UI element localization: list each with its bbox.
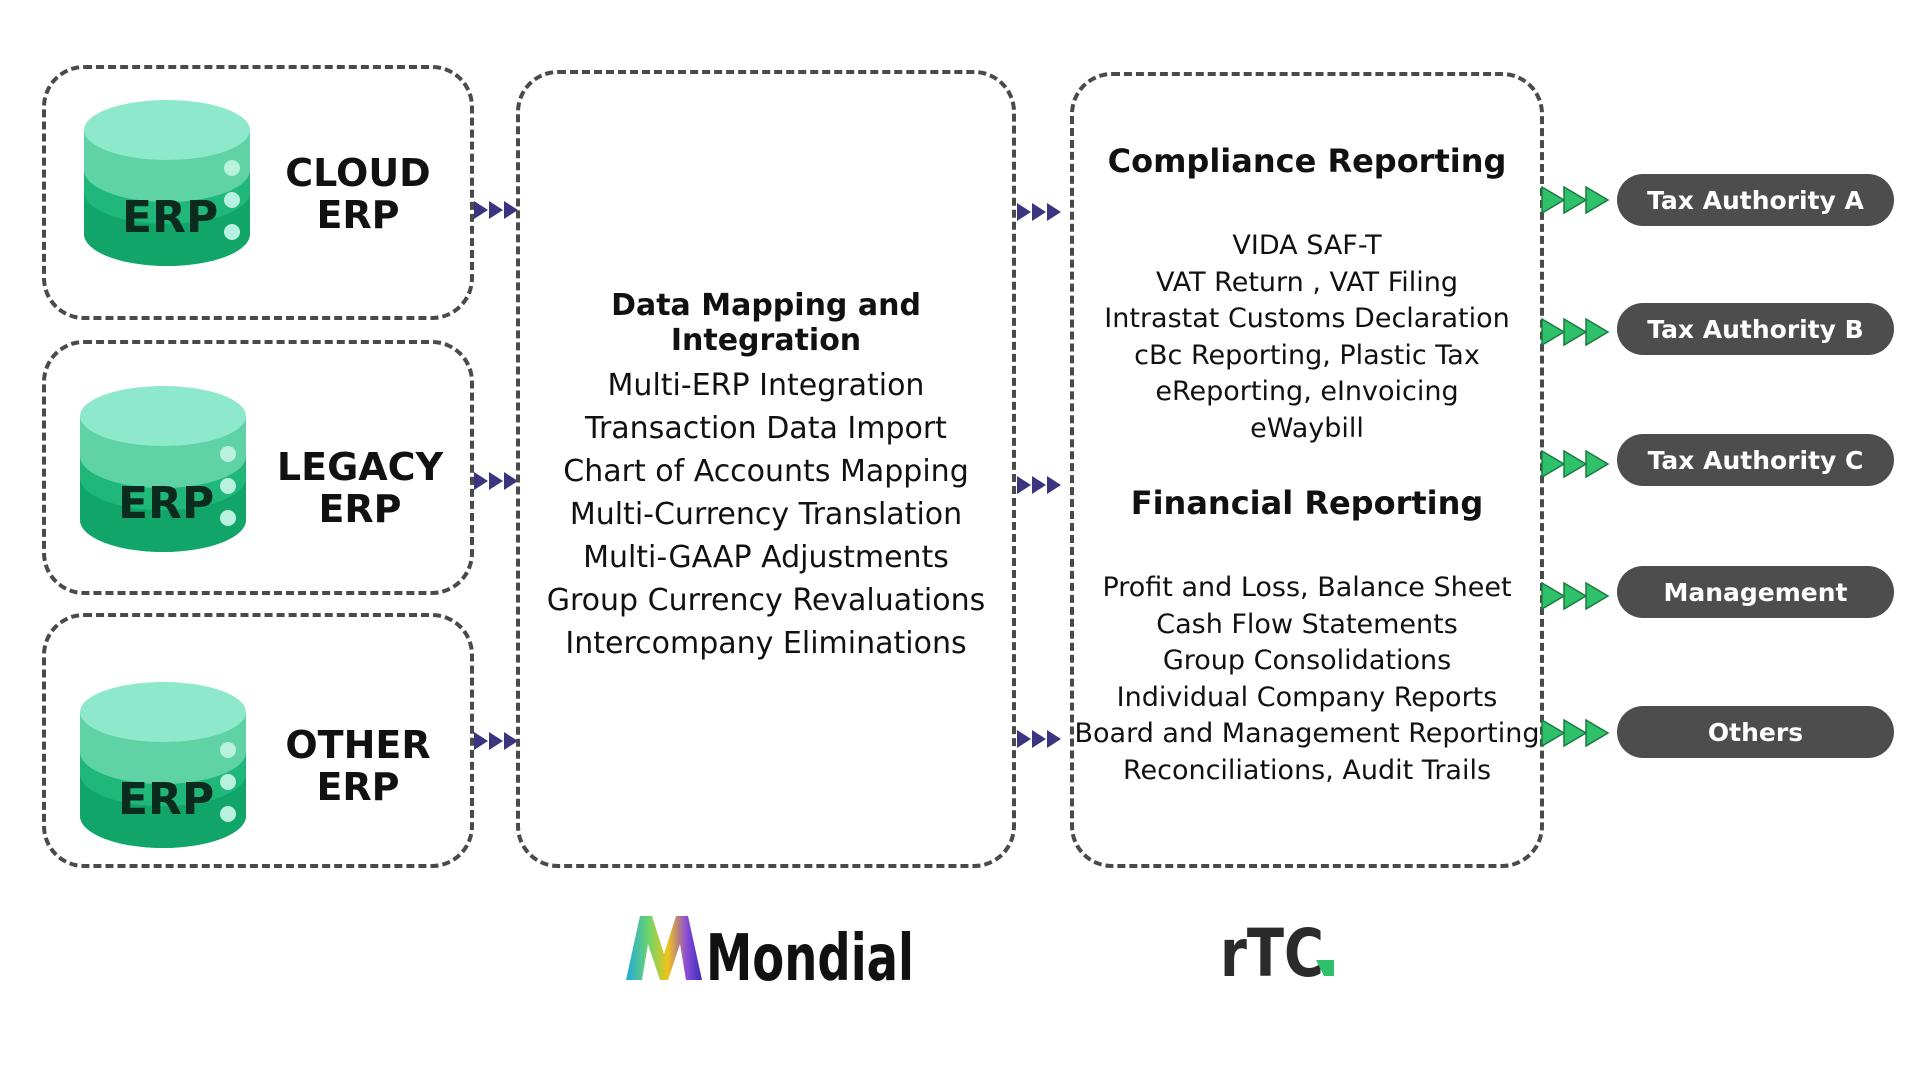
cloud-erp-icon-text: ERP (122, 192, 218, 243)
output-arrow-tax-authority-a (1541, 185, 1610, 215)
integration-item: Multi-GAAP Adjustments (583, 540, 949, 575)
integration-item: Multi-Currency Translation (569, 497, 963, 532)
compliance-item: Intrastat Customs Declaration (1104, 303, 1510, 334)
destination-tax-authority-c: Tax Authority C (1617, 434, 1894, 486)
flow-arrow-other-to-integration (474, 732, 518, 750)
integration-item: Group Currency Revaluations (546, 583, 986, 618)
integration-item: Chart of Accounts Mapping (563, 454, 969, 489)
integration-list: Multi-ERP Integration Transaction Data I… (520, 364, 1012, 665)
flow-arrow-integration-to-financial (1017, 730, 1061, 748)
destination-tax-authority-b: Tax Authority B (1617, 303, 1894, 355)
cloud-erp-label-line1: CLOUD (285, 151, 431, 195)
integration-item: Multi-ERP Integration (607, 368, 925, 403)
flow-arrow-integration-to-compliance (1017, 203, 1061, 221)
financial-item: Reconciliations, Audit Trails (1122, 754, 1492, 786)
cloud-erp-box (42, 65, 474, 320)
compliance-item: eReporting, eInvoicing (1155, 376, 1459, 407)
cloud-erp-label: CLOUD ERP (268, 152, 448, 236)
other-erp-icon-text: ERP (118, 774, 214, 825)
legacy-erp-label: LEGACY ERP (262, 446, 458, 530)
cloud-erp-label-line2: ERP (316, 193, 400, 237)
other-erp-label: OTHER ERP (268, 724, 448, 808)
other-erp-label-line1: OTHER (285, 723, 431, 767)
financial-item: Group Consolidations (1162, 645, 1452, 676)
mondial-logo-text: Mondial (706, 922, 914, 990)
legacy-erp-label-line1: LEGACY (276, 445, 444, 489)
legacy-erp-label-line2: ERP (318, 487, 402, 531)
reporting-box: Compliance Reporting VIDA SAF-T VAT Retu… (1070, 72, 1544, 868)
output-arrow-tax-authority-c (1541, 449, 1610, 479)
flow-arrow-integration-to-reporting-mid (1017, 476, 1061, 494)
destination-tax-authority-a: Tax Authority A (1617, 174, 1894, 226)
other-erp-label-line2: ERP (316, 765, 400, 809)
destination-others: Others (1617, 706, 1894, 758)
other-erp-box (42, 613, 474, 868)
compliance-reporting-list: VIDA SAF-T VAT Return , VAT Filing Intra… (1074, 228, 1540, 447)
output-arrow-tax-authority-b (1541, 317, 1610, 347)
financial-item: Cash Flow Statements (1156, 608, 1458, 640)
other-erp-database-icon: ERP (80, 682, 246, 848)
flow-arrow-cloud-to-integration (474, 201, 518, 219)
output-arrow-management (1541, 581, 1610, 611)
financial-reporting-title: Financial Reporting (1130, 484, 1484, 522)
legacy-erp-database-icon: ERP (80, 386, 246, 552)
integration-title: Data Mapping and Integration (611, 288, 921, 358)
financial-item: Individual Company Reports (1116, 681, 1498, 713)
integration-item: Transaction Data Import (585, 411, 947, 446)
legacy-erp-icon-text: ERP (118, 478, 214, 529)
flow-arrow-legacy-to-integration (474, 472, 518, 490)
compliance-item: eWaybill (1250, 412, 1364, 444)
cloud-erp-database-icon: ERP (84, 100, 250, 266)
integration-box: Data Mapping and Integration Multi-ERP I… (516, 70, 1016, 868)
integration-item: Intercompany Eliminations (565, 626, 967, 661)
rtc-logo-text: rTC (1220, 920, 1324, 984)
compliance-item: VAT Return , VAT Filing (1155, 266, 1459, 298)
compliance-item: VIDA SAF-T (1232, 230, 1382, 261)
compliance-item: cBc Reporting, Plastic Tax (1134, 339, 1480, 371)
legacy-erp-box (42, 340, 474, 595)
mondial-logo: Mondial (626, 916, 914, 990)
financial-reporting-list: Profit and Loss, Balance Sheet Cash Flow… (1074, 570, 1540, 789)
output-arrow-others (1541, 718, 1610, 748)
financial-item: Board and Management Reporting (1074, 718, 1540, 749)
rtc-logo: rTC (1220, 920, 1334, 984)
financial-item: Profit and Loss, Balance Sheet (1102, 572, 1512, 603)
compliance-reporting-title: Compliance Reporting (1107, 142, 1507, 180)
destination-management: Management (1617, 566, 1894, 618)
